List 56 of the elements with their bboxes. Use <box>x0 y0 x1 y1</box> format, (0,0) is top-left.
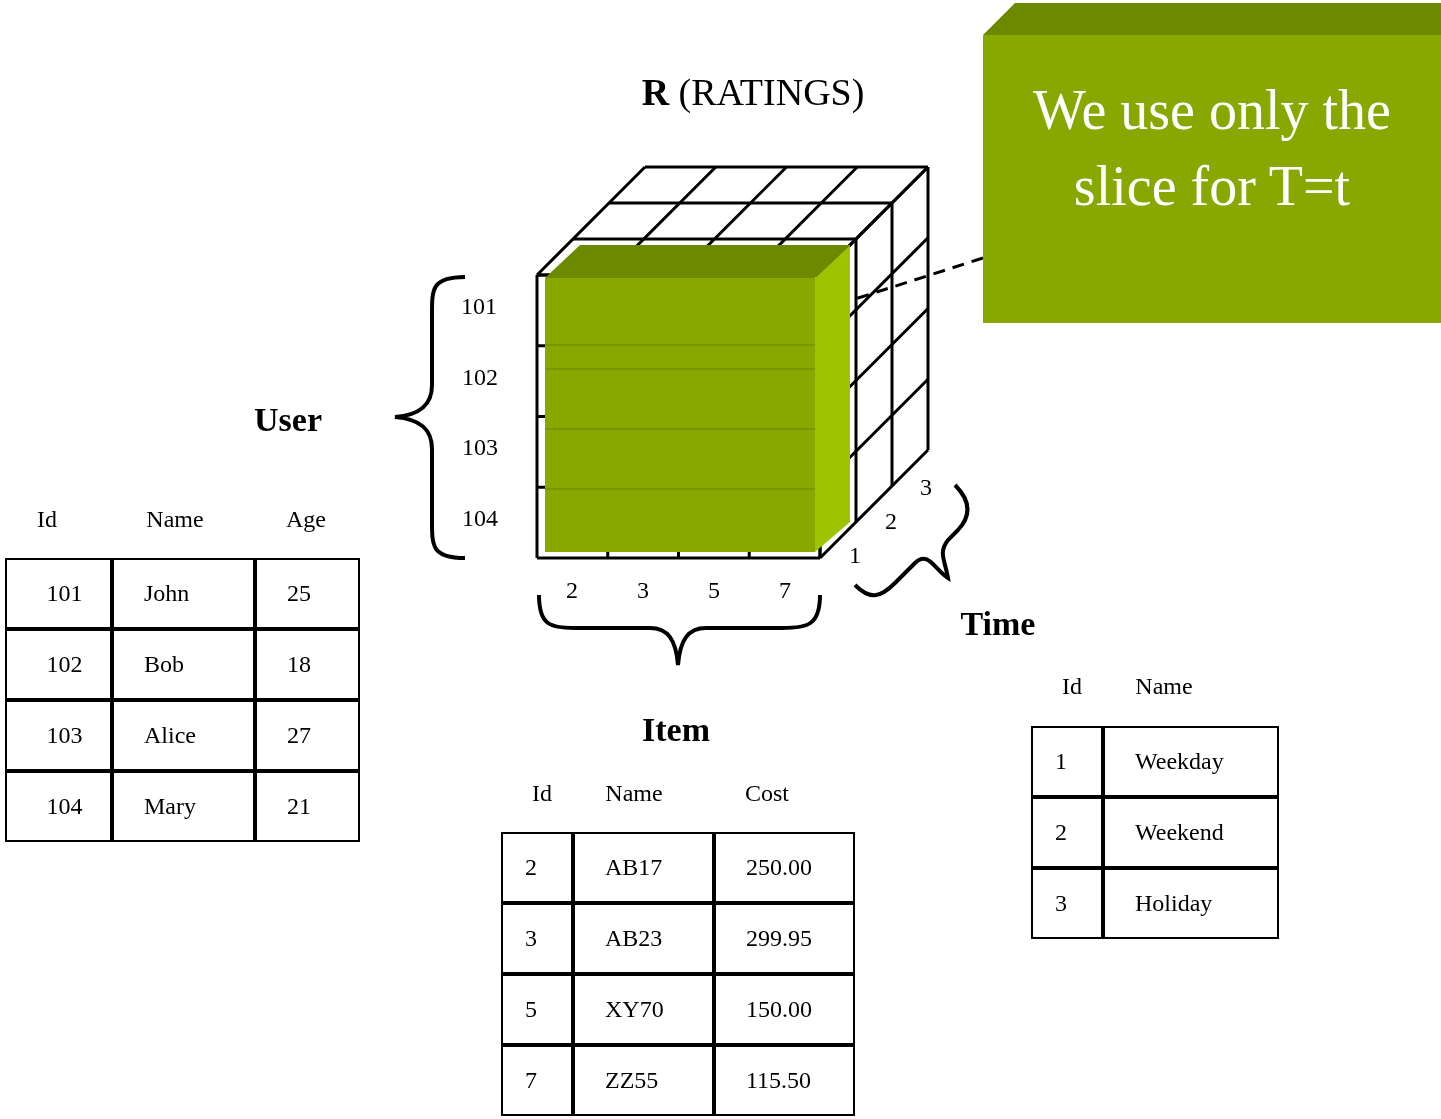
slice-block <box>544 245 850 552</box>
axis-label: 2 <box>566 578 578 602</box>
table-cell: 3 <box>1031 868 1103 939</box>
column-header: Cost <box>745 781 789 805</box>
table-cell: 101 <box>5 558 112 629</box>
axis-label: 102 <box>462 365 498 389</box>
table-cell: Weekday <box>1103 726 1279 797</box>
table-cell: John <box>112 558 255 629</box>
table-cell: 250.00 <box>714 832 855 903</box>
dimension-title: Item <box>642 713 710 747</box>
table-cell: XY70 <box>573 974 714 1045</box>
table-cell: 18 <box>255 629 360 700</box>
column-header: Name <box>1135 674 1193 698</box>
column-header: Name <box>605 781 663 805</box>
axis-label: 103 <box>462 435 498 459</box>
table-cell: 21 <box>255 771 360 842</box>
axis-label: 5 <box>708 578 720 602</box>
axis-label: 101 <box>461 294 497 318</box>
table-cell: Weekend <box>1103 797 1279 868</box>
table-cell: Alice <box>112 700 255 771</box>
table-cell: AB17 <box>573 832 714 903</box>
table-cell: 104 <box>5 771 112 842</box>
table-cell: 3 <box>501 903 573 974</box>
table-cell: 5 <box>501 974 573 1045</box>
table-cell: Bob <box>112 629 255 700</box>
table-cell: 299.95 <box>714 903 855 974</box>
callout-text: We use only the slice for T=t <box>1032 78 1392 219</box>
axis-label: 3 <box>920 475 932 499</box>
axis-label: 1 <box>849 543 861 567</box>
callout-box <box>983 3 1441 323</box>
dimension-title: Time <box>960 607 1036 641</box>
table-cell: 102 <box>5 629 112 700</box>
table-cell: 2 <box>501 832 573 903</box>
table-cell: 7 <box>501 1045 573 1116</box>
table-cell: 27 <box>255 700 360 771</box>
column-header: Id <box>1062 674 1082 698</box>
axis-label: 104 <box>462 506 498 530</box>
column-header: Name <box>146 507 204 531</box>
table-cell: ZZ55 <box>573 1045 714 1116</box>
table-cell: 1 <box>1031 726 1103 797</box>
column-header: Age <box>286 507 326 531</box>
column-header: Id <box>532 781 552 805</box>
axis-label: 2 <box>885 509 897 533</box>
column-header: Id <box>37 507 57 531</box>
table-cell: Mary <box>112 771 255 842</box>
dimension-title: User <box>254 403 322 437</box>
table-cell: 2 <box>1031 797 1103 868</box>
table-cell: 25 <box>255 558 360 629</box>
table-cell: 150.00 <box>714 974 855 1045</box>
table-cell: Holiday <box>1103 868 1279 939</box>
axis-label: 3 <box>637 578 649 602</box>
table-cell: AB23 <box>573 903 714 974</box>
table-cell: 103 <box>5 700 112 771</box>
diagram-title: R (RATINGS) <box>641 73 865 111</box>
table-cell: 115.50 <box>714 1045 855 1116</box>
axis-label: 7 <box>779 578 791 602</box>
